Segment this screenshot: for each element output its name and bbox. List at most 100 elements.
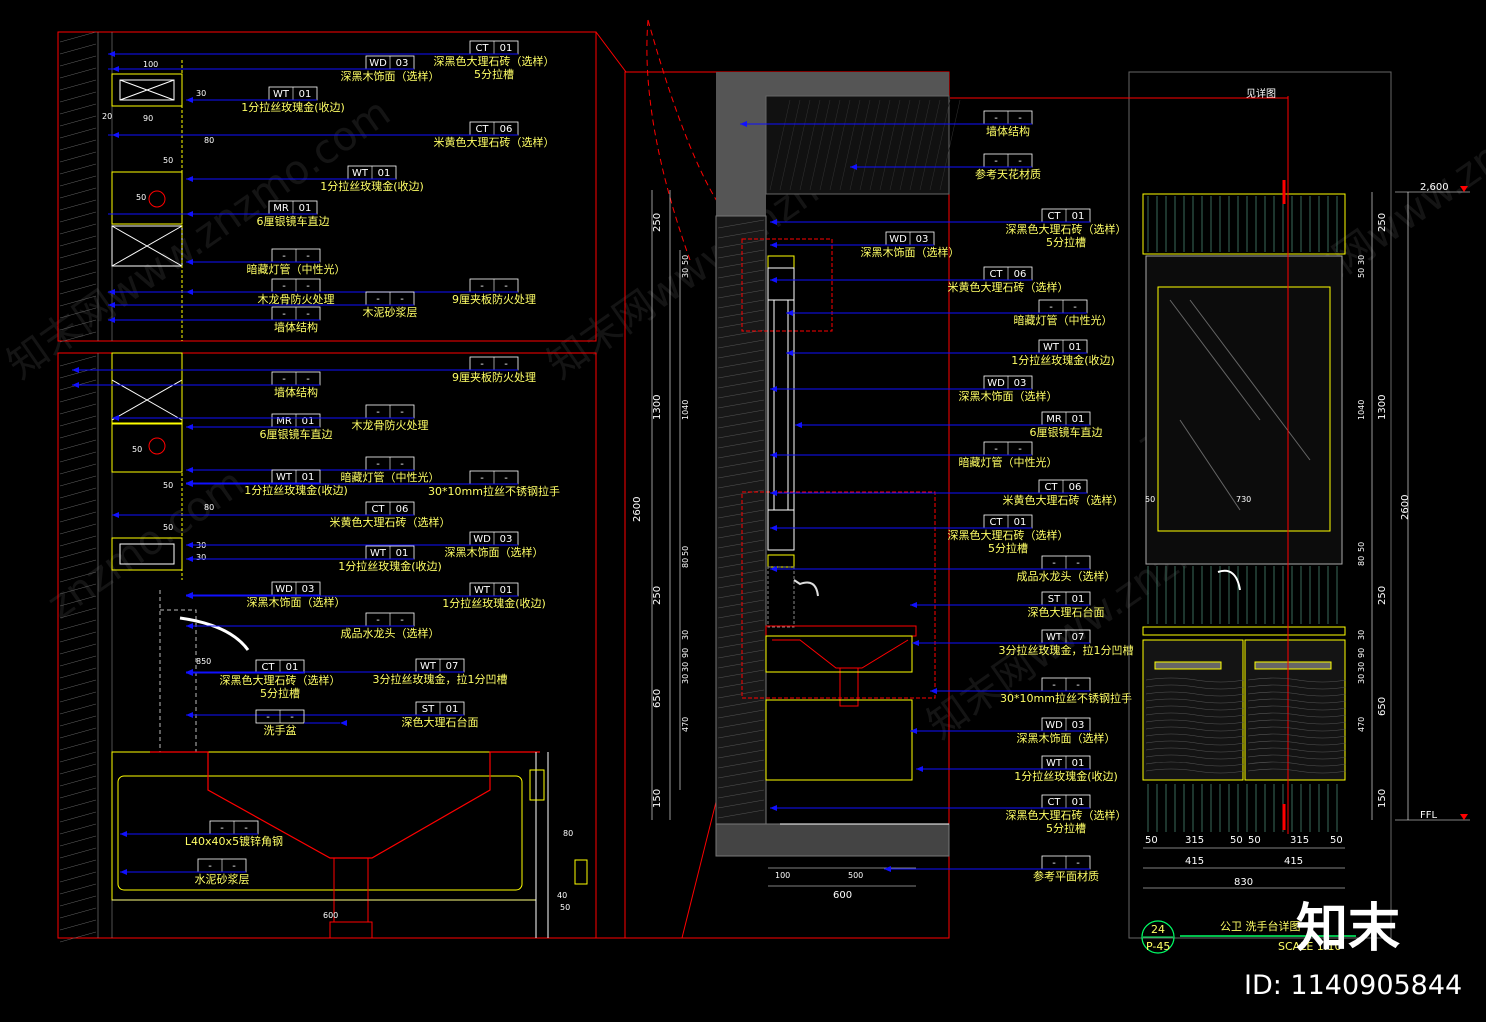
tag-label: 暗藏灯管（中性光） [959, 455, 1058, 469]
leader-arrow-icon [186, 97, 193, 103]
wall-hatch-section [715, 215, 767, 825]
leader-arrow-icon [786, 350, 793, 356]
dim-label: 100 [143, 60, 158, 69]
marble-grooves [1147, 196, 1338, 832]
tag-number: 06 [1014, 269, 1027, 280]
leader-arrow-icon [916, 766, 923, 772]
tag-label: 深黑木饰面（选样） [861, 245, 960, 259]
tag-number: - [306, 374, 310, 385]
tag-code: WT [1046, 632, 1063, 643]
tag-sublabel: 5分拉槽 [474, 67, 514, 81]
leader-arrow-icon [186, 481, 193, 487]
leader-arrow-icon [850, 164, 857, 170]
tag-label: 3分拉丝玫瑰金，拉1分凹槽 [373, 672, 508, 686]
material-callout: --参考平面材质 [884, 855, 1099, 883]
leader-arrow-icon [770, 242, 777, 248]
tag-number: - [400, 294, 404, 305]
tag-label: 1分拉丝玫瑰金(收边) [338, 559, 442, 573]
tag-code: - [994, 444, 998, 455]
tag-label: 暗藏灯管（中性光） [247, 262, 346, 276]
tag-label: 深黑色大理石砖（选样） [220, 673, 341, 687]
dim-label: 850 [196, 657, 211, 666]
dim-label: 30 [196, 553, 206, 562]
tag-number: 06 [1069, 482, 1082, 493]
bottom-detail-frame [57, 352, 597, 939]
tag-label: 墙体结构 [986, 124, 1030, 138]
bottom-detail-geometry [111, 352, 588, 939]
dim-label: 50 [136, 193, 146, 202]
tag-code: - [266, 712, 270, 723]
tag-code: - [1052, 858, 1056, 869]
dim-label: 470 [681, 717, 690, 732]
elevation-dimension-labels: 250 1300 250 650 150 2600 30 50 1040 50 … [1145, 87, 1449, 888]
leader-arrow-icon [910, 602, 917, 608]
tag-code: CT [1047, 797, 1061, 808]
leader-arrow-icon [112, 415, 119, 421]
dim-label: 50 [1230, 835, 1243, 846]
dim-label: 250 [1377, 586, 1388, 605]
tag-number: 03 [302, 584, 315, 595]
dim-label: 90 [681, 648, 690, 658]
tag-number: - [1073, 302, 1077, 313]
see-detail-note: 见详图 [1246, 87, 1276, 100]
wood-grain [1145, 677, 1347, 774]
tag-label: 1分拉丝玫瑰金(收边) [1014, 769, 1118, 783]
tag-code: WT [1046, 758, 1063, 769]
tag-code: CT [475, 43, 489, 54]
tag-code: ST [422, 704, 435, 715]
tag-number: 06 [500, 124, 513, 135]
dim-label: 20 [102, 112, 112, 121]
dim-label: 730 [1236, 495, 1251, 504]
tag-label: 参考天花材质 [975, 167, 1041, 181]
tag-number: - [504, 281, 508, 292]
tag-code: WT [273, 89, 290, 100]
tag-number: 01 [286, 662, 299, 673]
section-drawing: 250 1300 250 650 150 2600 50 30 1040 50 … [624, 71, 1134, 939]
tag-code: - [282, 374, 286, 385]
tag-code: - [480, 359, 484, 370]
tag-label: 深黑木饰面（选样） [1017, 731, 1116, 745]
tag-code: - [282, 281, 286, 292]
leader-arrow-icon [884, 866, 891, 872]
leader-arrow-icon [186, 556, 193, 562]
section-dim-lines [651, 190, 916, 887]
tag-code: - [480, 473, 484, 484]
leader-arrow-icon [108, 51, 115, 57]
tag-code: WT [474, 585, 491, 596]
elevation-drawing: 250 1300 250 650 150 2600 30 50 1040 50 … [950, 71, 1470, 939]
dim-label: 650 [1377, 697, 1388, 716]
tag-code: WD [889, 234, 907, 245]
material-callout: --暗藏灯管（中性光） [786, 299, 1113, 327]
material-callout: --暗藏灯管（中性光） [770, 441, 1058, 469]
tag-label: 水泥砂浆层 [195, 872, 250, 886]
material-callout: --9厘夹板防火处理 [72, 356, 536, 384]
tag-code: ST [1048, 594, 1061, 605]
leader-arrow-icon [795, 422, 802, 428]
elevation-floor-label: FFL [1420, 810, 1438, 821]
tag-number: 07 [446, 661, 459, 672]
tag-label: 木泥砂浆层 [363, 305, 418, 319]
dim-label: 90 [1357, 648, 1366, 658]
dim-label: 30 [681, 268, 690, 278]
tag-code: WD [1045, 720, 1063, 731]
tag-label: 3分拉丝玫瑰金，拉1分凹槽 [999, 643, 1134, 657]
tag-label: 墙体结构 [274, 385, 318, 399]
title-sheet: P-45 [1146, 940, 1170, 953]
tag-code: - [376, 459, 380, 470]
tag-code: - [376, 615, 380, 626]
tag-number: 01 [299, 203, 312, 214]
tag-code: CT [475, 124, 489, 135]
elevation-dim-lines [1143, 191, 1470, 889]
dim-label: 500 [848, 871, 863, 880]
dim-label: 315 [1290, 835, 1309, 846]
tag-label: 洗手盆 [264, 723, 297, 737]
dim-label: 250 [1377, 213, 1388, 232]
tag-code: - [282, 251, 286, 262]
